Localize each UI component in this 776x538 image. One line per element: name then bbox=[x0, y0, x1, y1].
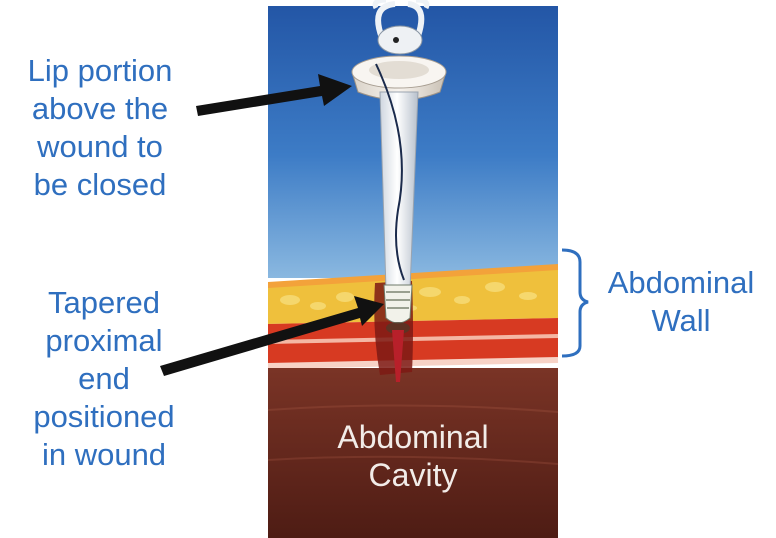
lip-line-3: wound to bbox=[0, 128, 200, 166]
wall-bracket bbox=[562, 250, 588, 356]
tapered-line-2: proximal bbox=[14, 322, 194, 360]
device-tip bbox=[384, 285, 412, 323]
tapered-line-5: in wound bbox=[14, 436, 194, 474]
lip-line-2: above the bbox=[0, 90, 200, 128]
cavity-line-2: Cavity bbox=[290, 456, 536, 494]
wall-line-2: Wall bbox=[588, 302, 774, 340]
abdominal-cavity-label: Abdominal Cavity bbox=[290, 418, 536, 494]
abdominal-wall-label: Abdominal Wall bbox=[588, 264, 774, 340]
cavity-line-1: Abdominal bbox=[290, 418, 536, 456]
tapered-line-1: Tapered bbox=[14, 284, 194, 322]
tapered-line-4: positioned bbox=[14, 398, 194, 436]
lip-line-4: be closed bbox=[0, 166, 200, 204]
tapered-line-3: end bbox=[14, 360, 194, 398]
wall-line-1: Abdominal bbox=[588, 264, 774, 302]
lip-line-1: Lip portion bbox=[0, 52, 200, 90]
tapered-end-label: Tapered proximal end positioned in wound bbox=[14, 284, 194, 474]
device-knob bbox=[378, 26, 422, 54]
lip-portion-label: Lip portion above the wound to be closed bbox=[0, 52, 200, 204]
